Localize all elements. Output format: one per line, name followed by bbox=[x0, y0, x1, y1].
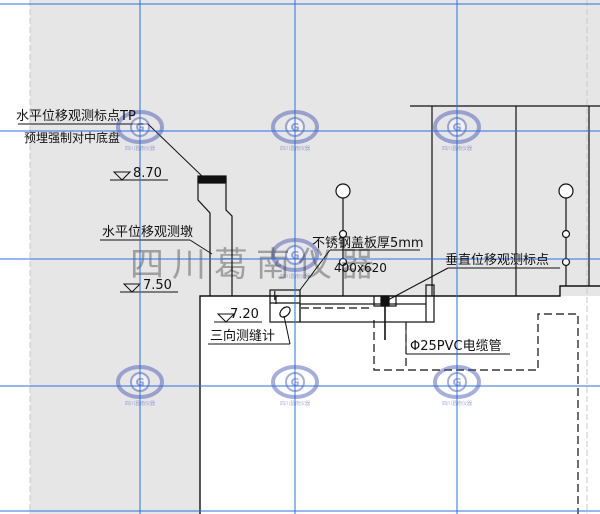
pier-cap bbox=[197, 175, 227, 183]
railing-pin-1a bbox=[338, 229, 348, 239]
level-marks bbox=[110, 171, 262, 323]
label-cover-line1: 不锈钢盖板厚5mm bbox=[312, 236, 424, 251]
label-vpoint: 垂直位移观测标点 bbox=[445, 253, 549, 268]
conduit-dashed-loop bbox=[373, 313, 579, 514]
leader-joint-meter bbox=[283, 315, 291, 345]
label-hpoint-line1: 水平位移观测标点TP bbox=[16, 109, 136, 124]
label-hpier: 水平位移观测墩 bbox=[102, 225, 193, 240]
level-mark-7-50 bbox=[122, 283, 142, 293]
label-level-7-50: 7.50 bbox=[143, 278, 172, 293]
leader-lines bbox=[18, 123, 560, 355]
level-mark-7-20 bbox=[216, 313, 236, 323]
label-level-8-70: 8.70 bbox=[133, 166, 162, 181]
level-mark-8-70 bbox=[112, 171, 132, 181]
conduit-horizontal bbox=[299, 303, 427, 323]
railing-pin-2b bbox=[561, 257, 571, 267]
leader-hpoint bbox=[147, 123, 205, 179]
gray-background-top bbox=[0, 0, 600, 296]
paper-left-margin bbox=[0, 0, 30, 514]
leader-hpier bbox=[189, 239, 213, 255]
white-foundation-area bbox=[200, 296, 600, 514]
leader-cover bbox=[299, 249, 331, 291]
watermark-text: 四川葛南仪器 bbox=[130, 245, 382, 285]
label-cover-line2: 400x620 bbox=[334, 261, 387, 275]
railing-pin-2a bbox=[561, 229, 571, 239]
label-cable: Φ25PVC电缆管 bbox=[410, 338, 502, 354]
foundation-outline bbox=[199, 285, 600, 514]
label-level-7-20: 7.20 bbox=[230, 307, 259, 322]
conduit-elbow bbox=[425, 284, 435, 323]
vertical-point-head bbox=[380, 295, 390, 307]
label-hpoint-line2: 预埋强制对中底盘 bbox=[24, 130, 120, 145]
label-joint-meter: 三向测缝计 bbox=[210, 328, 275, 344]
label-marker-i: I bbox=[273, 289, 277, 303]
gray-background-left-strip bbox=[0, 296, 200, 514]
railing-knob-2 bbox=[558, 183, 574, 199]
leader-vpoint bbox=[387, 267, 449, 301]
joint-meter-sensor bbox=[279, 306, 291, 318]
railing-knob-1 bbox=[335, 183, 351, 199]
structure bbox=[197, 105, 600, 514]
